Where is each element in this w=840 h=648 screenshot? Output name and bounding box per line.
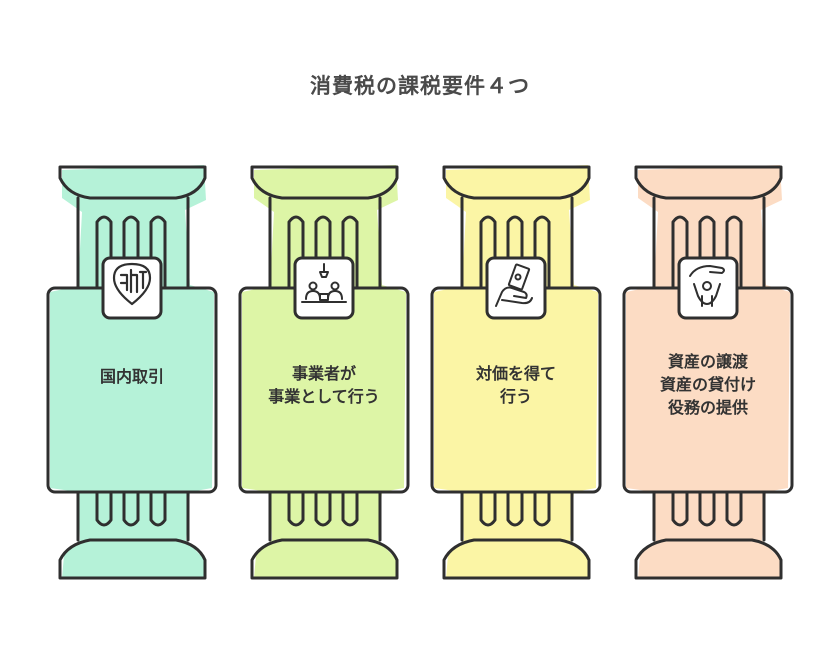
label-line: 事業として行う bbox=[268, 387, 380, 406]
pillar-fill bbox=[50, 165, 214, 578]
map-pin-icon bbox=[112, 262, 152, 306]
label-line: 事業者が bbox=[291, 364, 356, 383]
label-line: 対価を得て bbox=[475, 364, 556, 383]
pillar-label-consideration: 対価を得て 行う bbox=[431, 362, 601, 408]
label-line: 役務の提供 bbox=[667, 398, 748, 417]
pillar-fill bbox=[434, 165, 598, 578]
label-line: 行う bbox=[499, 387, 532, 406]
pillar-label-transfer: 資産の譲渡 資産の貸付け 役務の提供 bbox=[623, 350, 793, 419]
pillar-consideration bbox=[430, 165, 602, 580]
pillar-transfer bbox=[622, 165, 794, 580]
diagram-title: 消費税の課税要件４つ bbox=[310, 74, 530, 98]
business-meeting-icon bbox=[301, 263, 347, 303]
pillar-fill bbox=[242, 165, 406, 578]
label-line: 国内取引 bbox=[99, 367, 164, 386]
label-line: 資産の貸付け bbox=[659, 375, 756, 394]
label-line: 資産の譲渡 bbox=[667, 352, 748, 371]
hand-money-icon bbox=[495, 263, 533, 307]
pillar-domestic bbox=[46, 165, 218, 580]
hand-giving-icon bbox=[689, 265, 725, 307]
pillar-label-domestic: 国内取引 bbox=[47, 365, 217, 388]
pillar-label-business: 事業者が 事業として行う bbox=[239, 362, 409, 408]
pillar-fill bbox=[626, 165, 790, 578]
pillar-business bbox=[238, 165, 410, 580]
